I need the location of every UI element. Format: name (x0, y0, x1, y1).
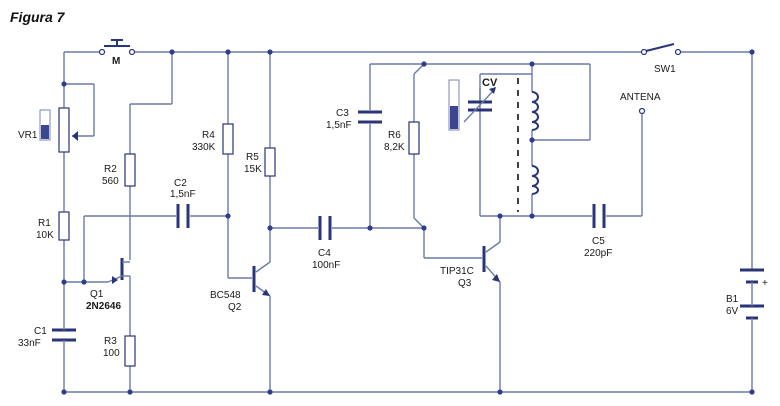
q2-name: Q2 (228, 302, 242, 313)
r3-name: R3 (104, 336, 117, 347)
antena-label: ANTENA (620, 92, 661, 103)
c1-value: 33nF (18, 338, 41, 349)
capacitor-c4: C4 100nF (312, 216, 340, 271)
r3-value: 100 (103, 348, 120, 359)
b1-value: 6V (726, 306, 739, 317)
inductor-coil-top (531, 91, 539, 131)
inductor-coil-bottom (531, 165, 539, 195)
q1-type: 2N2646 (86, 301, 121, 312)
resistor-r6: R6 8,2K (384, 121, 420, 155)
resistor-r1: R1 10K (36, 211, 70, 241)
wires (63, 51, 753, 393)
resistor-r4: R4 330K (192, 123, 234, 155)
pushbutton-switch-m: M (98, 39, 136, 67)
junction-dots (61, 49, 755, 395)
c3-name: C3 (336, 108, 349, 119)
cv-label: CV (482, 77, 498, 89)
capacitor-c3: C3 1,5nF (326, 108, 382, 131)
resistor-r2: R2 560 (102, 153, 136, 187)
capacitor-c1: C1 33nF (18, 320, 76, 350)
capacitor-c5: C5 220pF (584, 204, 612, 259)
switch-m-label: M (112, 56, 120, 67)
vr1-label: VR1 (18, 130, 38, 141)
r5-value: 15K (244, 164, 262, 175)
battery-plus-label: + (762, 278, 768, 289)
transistor-q3: TIP31C Q3 (440, 241, 501, 289)
r1-value: 10K (36, 230, 54, 241)
r2-value: 560 (102, 176, 119, 187)
r1-name: R1 (38, 218, 51, 229)
antenna-terminal: ANTENA (620, 92, 661, 115)
c5-value: 220pF (584, 248, 612, 259)
switch-sw1: SW1 (640, 43, 682, 75)
transistor-q1-ujt: Q1 2N2646 (86, 258, 130, 312)
c2-value: 1,5nF (170, 189, 196, 200)
c4-name: C4 (318, 248, 331, 259)
c5-name: C5 (592, 236, 605, 247)
c2-name: C2 (174, 178, 187, 189)
c1-name: C1 (34, 326, 47, 337)
r6-value: 8,2K (384, 142, 405, 153)
resistor-r5: R5 15K (244, 147, 276, 177)
r2-name: R2 (104, 164, 117, 175)
battery-b1: + B1 6V (726, 268, 768, 336)
potentiometer-vr1: VR1 (18, 107, 78, 153)
q2-type: BC548 (210, 290, 241, 301)
transistor-q2: BC548 Q2 (210, 261, 271, 313)
q3-name: Q3 (458, 278, 472, 289)
resistor-r3: R3 100 (103, 335, 136, 367)
figure-title: Figura 7 (10, 9, 66, 25)
q3-type: TIP31C (440, 266, 474, 277)
c3-value: 1,5nF (326, 120, 352, 131)
r4-name: R4 (202, 130, 215, 141)
variable-capacitor-cv: CV (448, 77, 498, 131)
c4-value: 100nF (312, 260, 340, 271)
r5-name: R5 (246, 152, 259, 163)
b1-name: B1 (726, 294, 739, 305)
q1-name: Q1 (90, 289, 104, 300)
r6-name: R6 (388, 130, 401, 141)
capacitor-c2: C2 1,5nF (170, 178, 196, 228)
r4-value: 330K (192, 142, 216, 153)
sw1-label: SW1 (654, 64, 676, 75)
